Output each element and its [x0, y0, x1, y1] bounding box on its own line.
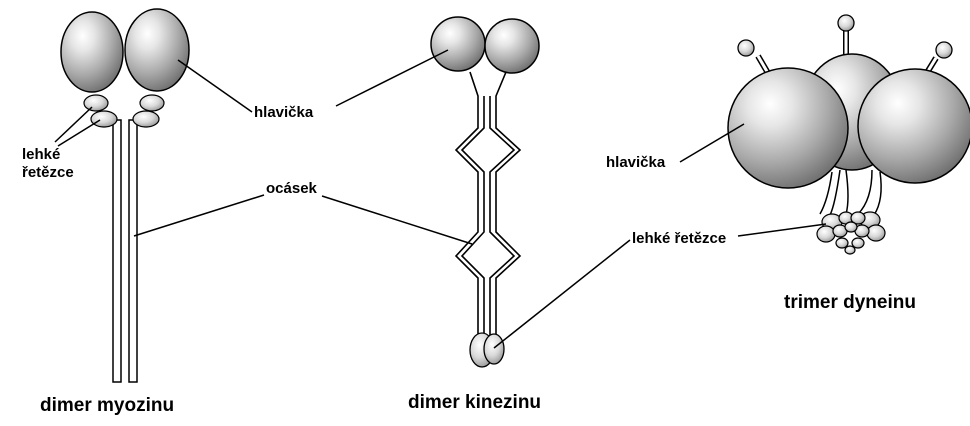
label-head-dynein: hlavička [606, 154, 665, 172]
label-light-chains-myosin: lehké řetězce [22, 146, 92, 182]
dynein-antenna-tip [838, 15, 854, 31]
dynein-stem [830, 170, 872, 215]
leader-line [134, 195, 264, 236]
myosin-light-chain [84, 95, 108, 111]
dynein-head-left [728, 68, 848, 188]
caption-myosin: dimer myozinu [40, 395, 174, 417]
label-head-center: hlavička [254, 104, 313, 122]
myosin-head-left [61, 12, 123, 92]
leader-lines [55, 50, 826, 348]
kinesin-tail-light-chain [484, 334, 504, 364]
kinesin-stalk-outline [456, 72, 520, 338]
dynein-light-chains [817, 212, 885, 254]
label-tail: ocásek [266, 180, 317, 198]
caption-dynein: trimer dyneinu [784, 292, 916, 314]
kinesin-head-right [485, 19, 539, 73]
dynein-head-right [858, 69, 970, 183]
dynein-antenna-tip [936, 42, 952, 58]
myosin-dimer [61, 9, 189, 382]
dynein-antenna-tip [738, 40, 754, 56]
kinesin-head-left [431, 17, 485, 71]
leader-line [322, 196, 472, 244]
leader-line [738, 224, 826, 236]
myosin-light-chain [140, 95, 164, 111]
myosin-tail-left [113, 120, 121, 382]
leader-line [336, 50, 448, 106]
kinesin-dimer [431, 17, 539, 367]
myosin-light-chain [133, 111, 159, 127]
dynein-trimer [728, 15, 970, 254]
label-light-chains-center: lehké řetězce [632, 230, 726, 248]
myosin-head-right [125, 9, 189, 91]
leader-line [178, 60, 252, 112]
caption-kinesin: dimer kinezinu [408, 392, 541, 414]
myosin-tail-right [129, 120, 137, 382]
myosin-light-chain [91, 111, 117, 127]
